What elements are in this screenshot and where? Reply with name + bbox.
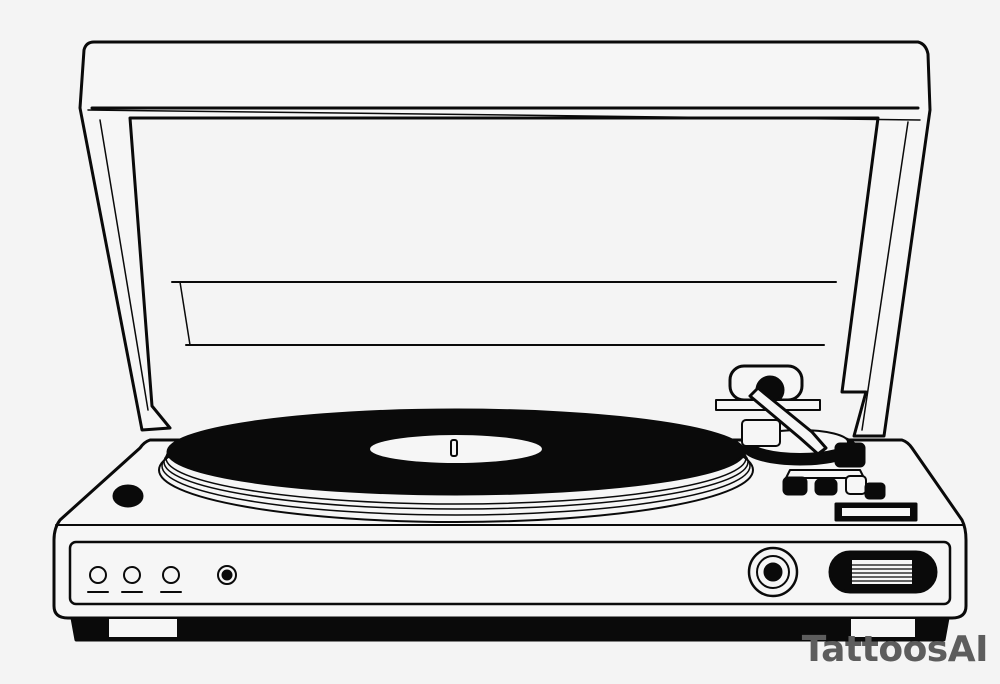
watermark-logo: TattoosAI [801,629,989,670]
vinyl-record-icon [158,408,754,523]
tonearm-icon [715,364,918,522]
control-knob-icon [112,484,144,508]
dust-cover-lid [78,40,932,438]
speaker-jack [747,546,799,598]
front-panel-knobs [87,565,237,593]
display-window [828,550,938,594]
